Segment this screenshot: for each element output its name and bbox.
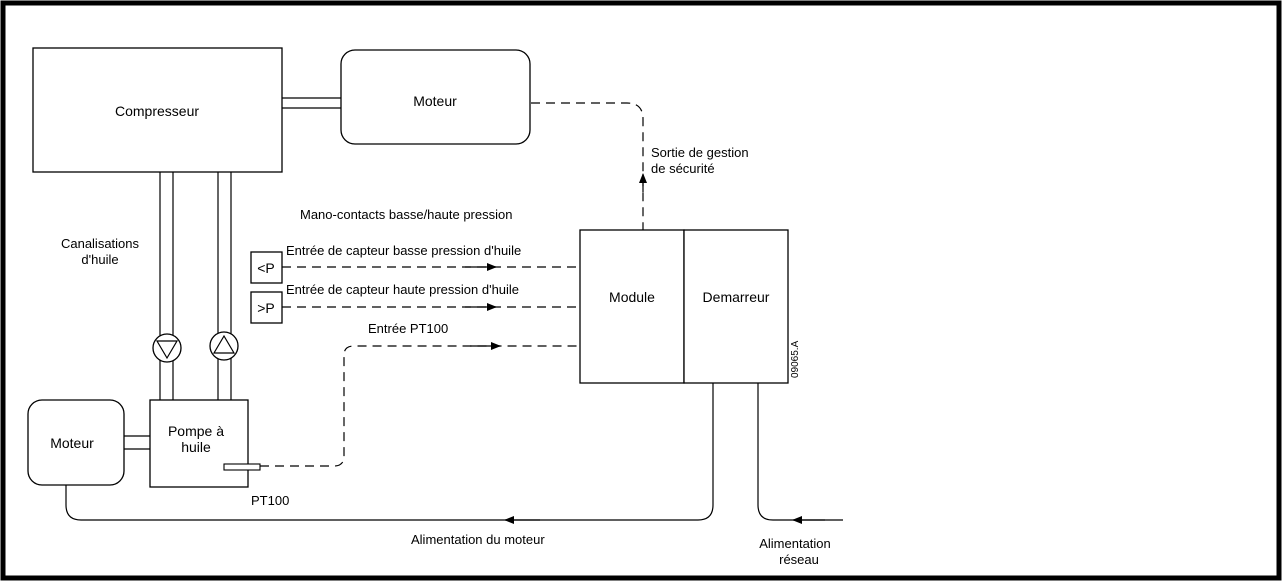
pressure-switches-label: Mano-contacts basse/haute pression — [300, 207, 512, 222]
pt100-sensor — [223, 463, 261, 471]
motor-supply-label: Alimentation du moteur — [411, 532, 545, 547]
safety-output-label-2: de sécurité — [651, 161, 715, 176]
pump-down-icon — [152, 333, 182, 363]
high-pressure-input-label: Entrée de capteur haute pression d'huile — [286, 282, 519, 297]
module-label: Module — [609, 289, 655, 305]
pump-up-icon — [209, 331, 239, 361]
figure-reference: 09065.A — [790, 340, 801, 378]
compressor-label: Compresseur — [115, 103, 199, 119]
oil-pump-label-2: huile — [181, 439, 211, 455]
starter-block — [683, 229, 789, 384]
motor-top-block — [340, 49, 531, 145]
oil-pump-block — [149, 399, 249, 488]
mains-supply-label-1: Alimentation — [759, 536, 831, 551]
motor-top-label: Moteur — [413, 93, 457, 109]
safety-output-line — [531, 102, 644, 230]
oil-pipes-label-2: d'huile — [81, 252, 118, 267]
mains-supply-label-2: réseau — [779, 552, 819, 567]
safety-output-label-1: Sortie de gestion — [651, 145, 749, 160]
mains-supply-line — [757, 383, 843, 521]
motor-bottom-block — [27, 399, 125, 486]
motor-bottom-label: Moteur — [50, 435, 94, 451]
pt100-sensor-label: PT100 — [251, 493, 289, 508]
oil-pipes-label-1: Canalisations — [61, 236, 140, 251]
pt100-input-line — [260, 345, 580, 467]
compressor-block — [32, 47, 283, 173]
low-pressure-input-label: Entrée de capteur basse pression d'huile — [286, 243, 521, 258]
high-pressure-switch-label: >P — [257, 300, 275, 316]
motor-supply-line — [65, 383, 714, 521]
pt100-input-label: Entrée PT100 — [368, 321, 448, 336]
oil-pump-label-1: Pompe à — [168, 423, 224, 439]
low-pressure-switch-label: <P — [257, 260, 275, 276]
module-block — [579, 229, 685, 384]
starter-label: Demarreur — [703, 289, 770, 305]
high-pressure-switch — [250, 291, 283, 324]
